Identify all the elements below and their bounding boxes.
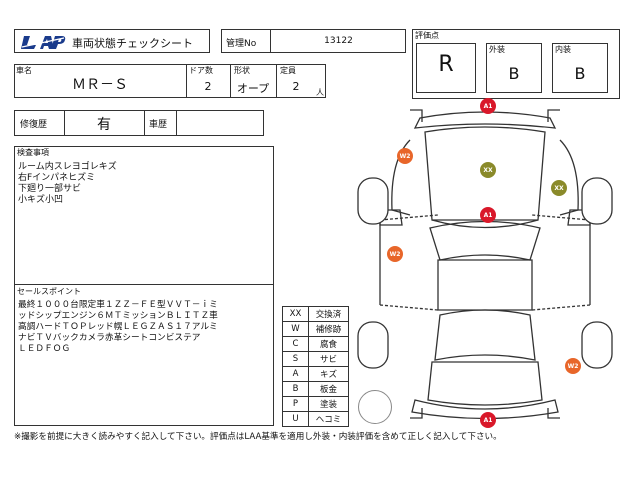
inspection-box: [14, 146, 274, 426]
inspection-divider: [14, 284, 274, 285]
sales-point-line: ナビＴＶバックカメラ赤革シートコンビステア: [18, 333, 201, 343]
sales-point-line: ＬＥＤＦＯＧ: [18, 344, 71, 354]
sheet-title: 車両状態チェックシート: [72, 37, 193, 50]
legend-meaning: 塗装: [308, 396, 349, 412]
exterior-grade-cell: [486, 43, 542, 93]
interior-grade-value: B: [574, 64, 586, 83]
inspection-line: 小キズ小凹: [18, 195, 64, 205]
sales-points-label: セールスポイント: [17, 287, 81, 296]
legend-code: W: [282, 321, 309, 337]
management-box: [221, 29, 406, 53]
management-label: 管理No: [226, 39, 257, 49]
legend-code: C: [282, 336, 309, 352]
damage-marker: XX: [480, 162, 496, 178]
registration-history-label: 車歴: [149, 120, 168, 130]
legend-meaning: 腐食: [308, 336, 349, 352]
damage-marker: A1: [480, 412, 496, 428]
inspection-line: 下廻り一部サビ: [18, 184, 82, 194]
car-name-value: ＭＲ－Ｓ: [72, 77, 128, 93]
vehicle-row: [14, 64, 326, 98]
sales-point-line: ッドシップエンジン６ＭＴミッションＢＬＩＴＺ車: [18, 311, 218, 321]
capacity-unit: 人: [316, 88, 324, 97]
management-divider: [270, 29, 271, 53]
legend-code: A: [282, 366, 309, 382]
damage-marker: A1: [480, 98, 496, 114]
doors-value: 2: [204, 80, 212, 93]
damage-marker: XX: [551, 180, 567, 196]
exterior-grade-value: B: [508, 64, 520, 83]
legend-meaning: ヘコミ: [308, 411, 349, 427]
overall-grade-cell: [416, 43, 476, 93]
vehicle-divider-3: [276, 64, 277, 98]
interior-grade-cell: [552, 43, 608, 93]
legend-code: B: [282, 381, 309, 397]
sheet-title-box: [14, 29, 210, 53]
sales-point-line: 最終１０００台限定車１ＺＺ－ＦＥ型ＶＶＴ－ｉミ: [18, 300, 218, 310]
legend-meaning: 補修跡: [308, 321, 349, 337]
management-no: 13122: [324, 36, 353, 46]
legend-code: S: [282, 351, 309, 367]
car-body-diagram: [357, 109, 613, 420]
capacity-value: 2: [292, 80, 300, 93]
inspection-line: 右Fインパネヒズミ: [18, 173, 96, 183]
sales-points-text: 最終１０００台限定車１ＺＺ－ＦＥ型ＶＶＴ－ｉミ ッドシップエンジン６ＭＴミッショ…: [18, 300, 218, 355]
repair-history-value: 有: [97, 117, 111, 133]
damage-marker: W2: [397, 148, 413, 164]
vehicle-divider-2: [230, 64, 231, 98]
sales-point-line: 高調ハードＴＯＰレッド幌ＬＥＧＺＡＳ１７アルミ: [18, 322, 218, 332]
legend-code: XX: [282, 306, 309, 322]
inspection-line: ルーム内スレヨゴレキズ: [18, 162, 117, 172]
legend-meaning: サビ: [308, 351, 349, 367]
exterior-grade-label: 外装: [489, 45, 505, 54]
legend-meaning: 交換済: [308, 306, 349, 322]
legend-meaning: キズ: [308, 366, 349, 382]
legend-meaning: 板金: [308, 381, 349, 397]
vehicle-divider-1: [186, 64, 187, 98]
legend-code: U: [282, 411, 309, 427]
history-row: [14, 110, 264, 136]
shape-label: 形状: [234, 66, 250, 75]
overall-grade-value: R: [438, 52, 454, 77]
doors-label: ドア数: [189, 66, 213, 75]
damage-marker: A1: [480, 207, 496, 223]
shape-value: オープ: [236, 82, 270, 95]
history-divider-2: [144, 110, 145, 136]
laa-logo-icon: [21, 36, 66, 49]
car-name-label: 車名: [16, 66, 32, 75]
inspection-notes: ルーム内スレヨゴレキズ 右Fインパネヒズミ 下廻り一部サビ 小キズ小凹: [18, 162, 117, 206]
inspection-label: 検査事項: [17, 148, 49, 157]
damage-marker: W2: [387, 246, 403, 262]
legend-code: P: [282, 396, 309, 412]
interior-grade-label: 内装: [555, 45, 571, 54]
photo-circle: [358, 390, 392, 424]
history-divider-1: [64, 110, 65, 136]
capacity-label: 定員: [280, 66, 296, 75]
footer-note: ※撮影を前提に大きく読みやすく記入して下さい。評価点はLAA基準を適用し外装・内…: [14, 432, 502, 442]
damage-marker: W2: [565, 358, 581, 374]
history-divider-3: [176, 110, 177, 136]
repair-history-label: 修復歴: [20, 120, 48, 130]
overall-grade-label: 評価点: [415, 31, 439, 40]
